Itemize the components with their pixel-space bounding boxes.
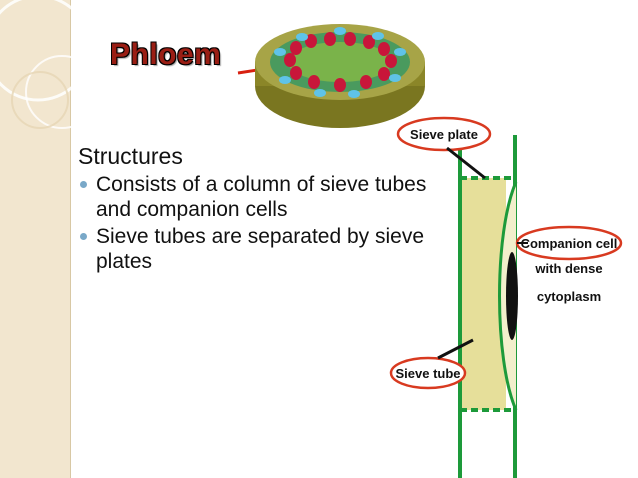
- bullet-text: Consists of a column of sieve tubes and …: [96, 173, 427, 221]
- bullet-list: Consists of a column of sieve tubes and …: [80, 172, 430, 276]
- slide-title: Phloem: [110, 38, 222, 71]
- companion-cell-detail: with dense: [534, 261, 602, 276]
- bullet-icon: [80, 181, 87, 188]
- sieve-plates: [460, 176, 515, 412]
- companion-cell: [498, 181, 518, 411]
- structures-heading: Structures: [78, 143, 183, 169]
- sieve-plate-text: Sieve plate: [410, 127, 478, 142]
- tissue-disc: [255, 24, 425, 128]
- sieve-tube-text: Sieve tube: [395, 366, 460, 381]
- companion-cell-label: Companion cell with dense cytoplasm: [515, 225, 623, 304]
- companion-cell-text: Companion cell: [521, 236, 618, 251]
- bullet-item: Consists of a column of sieve tubes and …: [80, 172, 430, 222]
- sieve-tube-label: Sieve tube: [389, 338, 474, 390]
- companion-cell-detail: cytoplasm: [537, 289, 601, 304]
- bullet-text: Sieve tubes are separated by sieve plate…: [96, 225, 425, 273]
- bullet-icon: [80, 233, 87, 240]
- bullet-item: Sieve tubes are separated by sieve plate…: [80, 224, 430, 274]
- sieve-plate-label: Sieve plate: [396, 116, 492, 180]
- phloem-cells-ring: [274, 27, 406, 98]
